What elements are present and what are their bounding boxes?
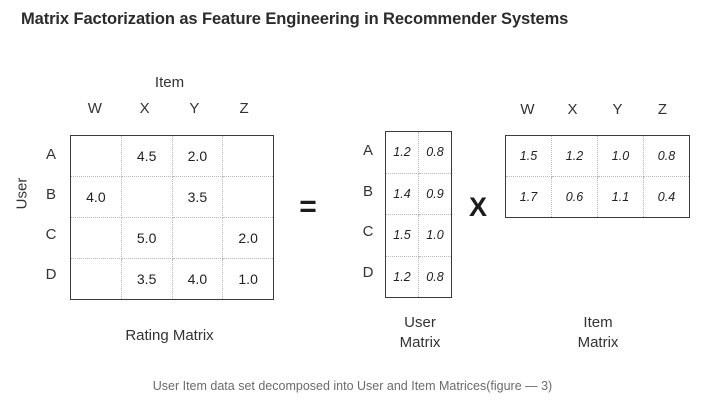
item-cell-1-x: 0.6 [551, 176, 598, 218]
rating-matrix-column-header-w: W [87, 100, 102, 117]
rating-cell-d-w [70, 258, 122, 300]
table-row: 1.2 0.8 [385, 131, 452, 174]
item-cell-1-z: 0.4 [643, 176, 690, 218]
user-matrix-row-header-d: D [362, 263, 374, 281]
equals-sign: = [299, 190, 317, 223]
rating-cell-b-y: 3.5 [171, 176, 224, 218]
user-cell-c-1: 1.0 [418, 214, 452, 257]
user-cell-b-1: 0.9 [418, 172, 452, 215]
user-cell-a-1: 0.8 [418, 131, 452, 174]
item-matrix-column-header-y: Y [612, 101, 623, 118]
rating-matrix-column-header-x: X [139, 100, 150, 117]
rating-cell-c-y [171, 217, 224, 259]
rating-cell-a-y: 2.0 [171, 135, 224, 177]
item-cell-0-x: 1.2 [551, 135, 598, 177]
rating-cell-d-z: 1.0 [222, 258, 274, 300]
rating-matrix-row-header-b: B [45, 186, 56, 203]
user-matrix-row-header-c: C [362, 223, 374, 240]
rating-matrix-row-axis-label: User [13, 177, 31, 210]
user-matrix-label: User Matrix [370, 313, 470, 354]
item-cell-0-z: 0.8 [643, 135, 690, 177]
table-row: 5.0 2.0 [70, 217, 274, 259]
item-matrix-column-header-z: Z [657, 101, 668, 118]
rating-matrix-label: Rating Matrix [125, 327, 214, 344]
user-cell-d-0: 1.2 [385, 255, 419, 298]
rating-cell-d-x: 3.5 [120, 258, 173, 300]
rating-cell-b-w: 4.0 [70, 176, 122, 218]
figure-caption: User Item data set decomposed into User … [152, 379, 553, 393]
user-matrix-label-line1: User [404, 314, 436, 331]
rating-cell-b-x [120, 176, 173, 218]
rating-matrix-row-header-a: A [45, 146, 56, 163]
rating-matrix-row-headers: A B C D [38, 135, 64, 295]
user-cell-c-0: 1.5 [385, 214, 419, 257]
item-cell-1-w: 1.7 [505, 176, 552, 218]
item-matrix-column-header-w: W [520, 101, 535, 118]
item-matrix: 1.5 1.2 1.0 0.8 1.7 0.6 1.1 0.4 [505, 135, 690, 218]
table-row: 1.4 0.9 [385, 172, 452, 215]
user-matrix-label-line2: Matrix [399, 334, 441, 352]
rating-cell-c-w [70, 217, 122, 259]
rating-matrix-column-header-y: Y [189, 100, 200, 117]
user-cell-a-0: 1.2 [385, 131, 419, 174]
user-cell-d-1: 0.8 [418, 255, 452, 298]
table-row: 1.2 0.8 [385, 255, 452, 298]
rating-cell-d-y: 4.0 [171, 258, 224, 300]
table-row: 3.5 4.0 1.0 [70, 258, 274, 300]
item-cell-0-y: 1.0 [597, 135, 644, 177]
multiply-sign: X [468, 192, 487, 222]
table-row: 1.5 1.0 [385, 214, 452, 257]
rating-matrix-column-headers: W X Y Z [70, 100, 269, 117]
rating-matrix-column-header-z: Z [239, 100, 249, 117]
item-cell-1-y: 1.1 [597, 176, 644, 218]
user-cell-b-0: 1.4 [385, 172, 419, 215]
rating-cell-c-z: 2.0 [222, 217, 274, 259]
rating-cell-b-z [222, 176, 274, 218]
rating-cell-a-w [70, 135, 122, 177]
rating-cell-a-x: 4.5 [120, 135, 173, 177]
page-title: Matrix Factorization as Feature Engineer… [21, 10, 569, 28]
item-matrix-label-line1: Item [583, 314, 613, 331]
rating-matrix-column-axis-label: Item [154, 74, 185, 91]
table-row: 4.5 2.0 [70, 135, 274, 177]
table-row: 1.5 1.2 1.0 0.8 [505, 135, 690, 177]
item-matrix-column-header-x: X [567, 101, 578, 118]
rating-cell-a-z [222, 135, 274, 177]
rating-cell-c-x: 5.0 [120, 217, 173, 259]
user-matrix-row-header-a: A [362, 142, 373, 159]
rating-matrix-row-header-d: D [45, 266, 57, 283]
rating-matrix: 4.5 2.0 4.0 3.5 5.0 2.0 3.5 4.0 1.0 [70, 135, 274, 300]
user-matrix: 1.2 0.8 1.4 0.9 1.5 1.0 1.2 0.8 [385, 131, 452, 298]
item-matrix-label-line2: Matrix [577, 334, 619, 352]
rating-matrix-row-header-c: C [45, 226, 57, 243]
table-row: 1.7 0.6 1.1 0.4 [505, 176, 690, 218]
table-row: 4.0 3.5 [70, 176, 274, 218]
user-matrix-row-header-b: B [362, 182, 373, 200]
item-matrix-label: Item Matrix [548, 313, 648, 354]
user-matrix-row-headers: A B C D [356, 131, 380, 293]
item-cell-0-w: 1.5 [505, 135, 552, 177]
item-matrix-column-headers: W X Y Z [505, 101, 685, 118]
